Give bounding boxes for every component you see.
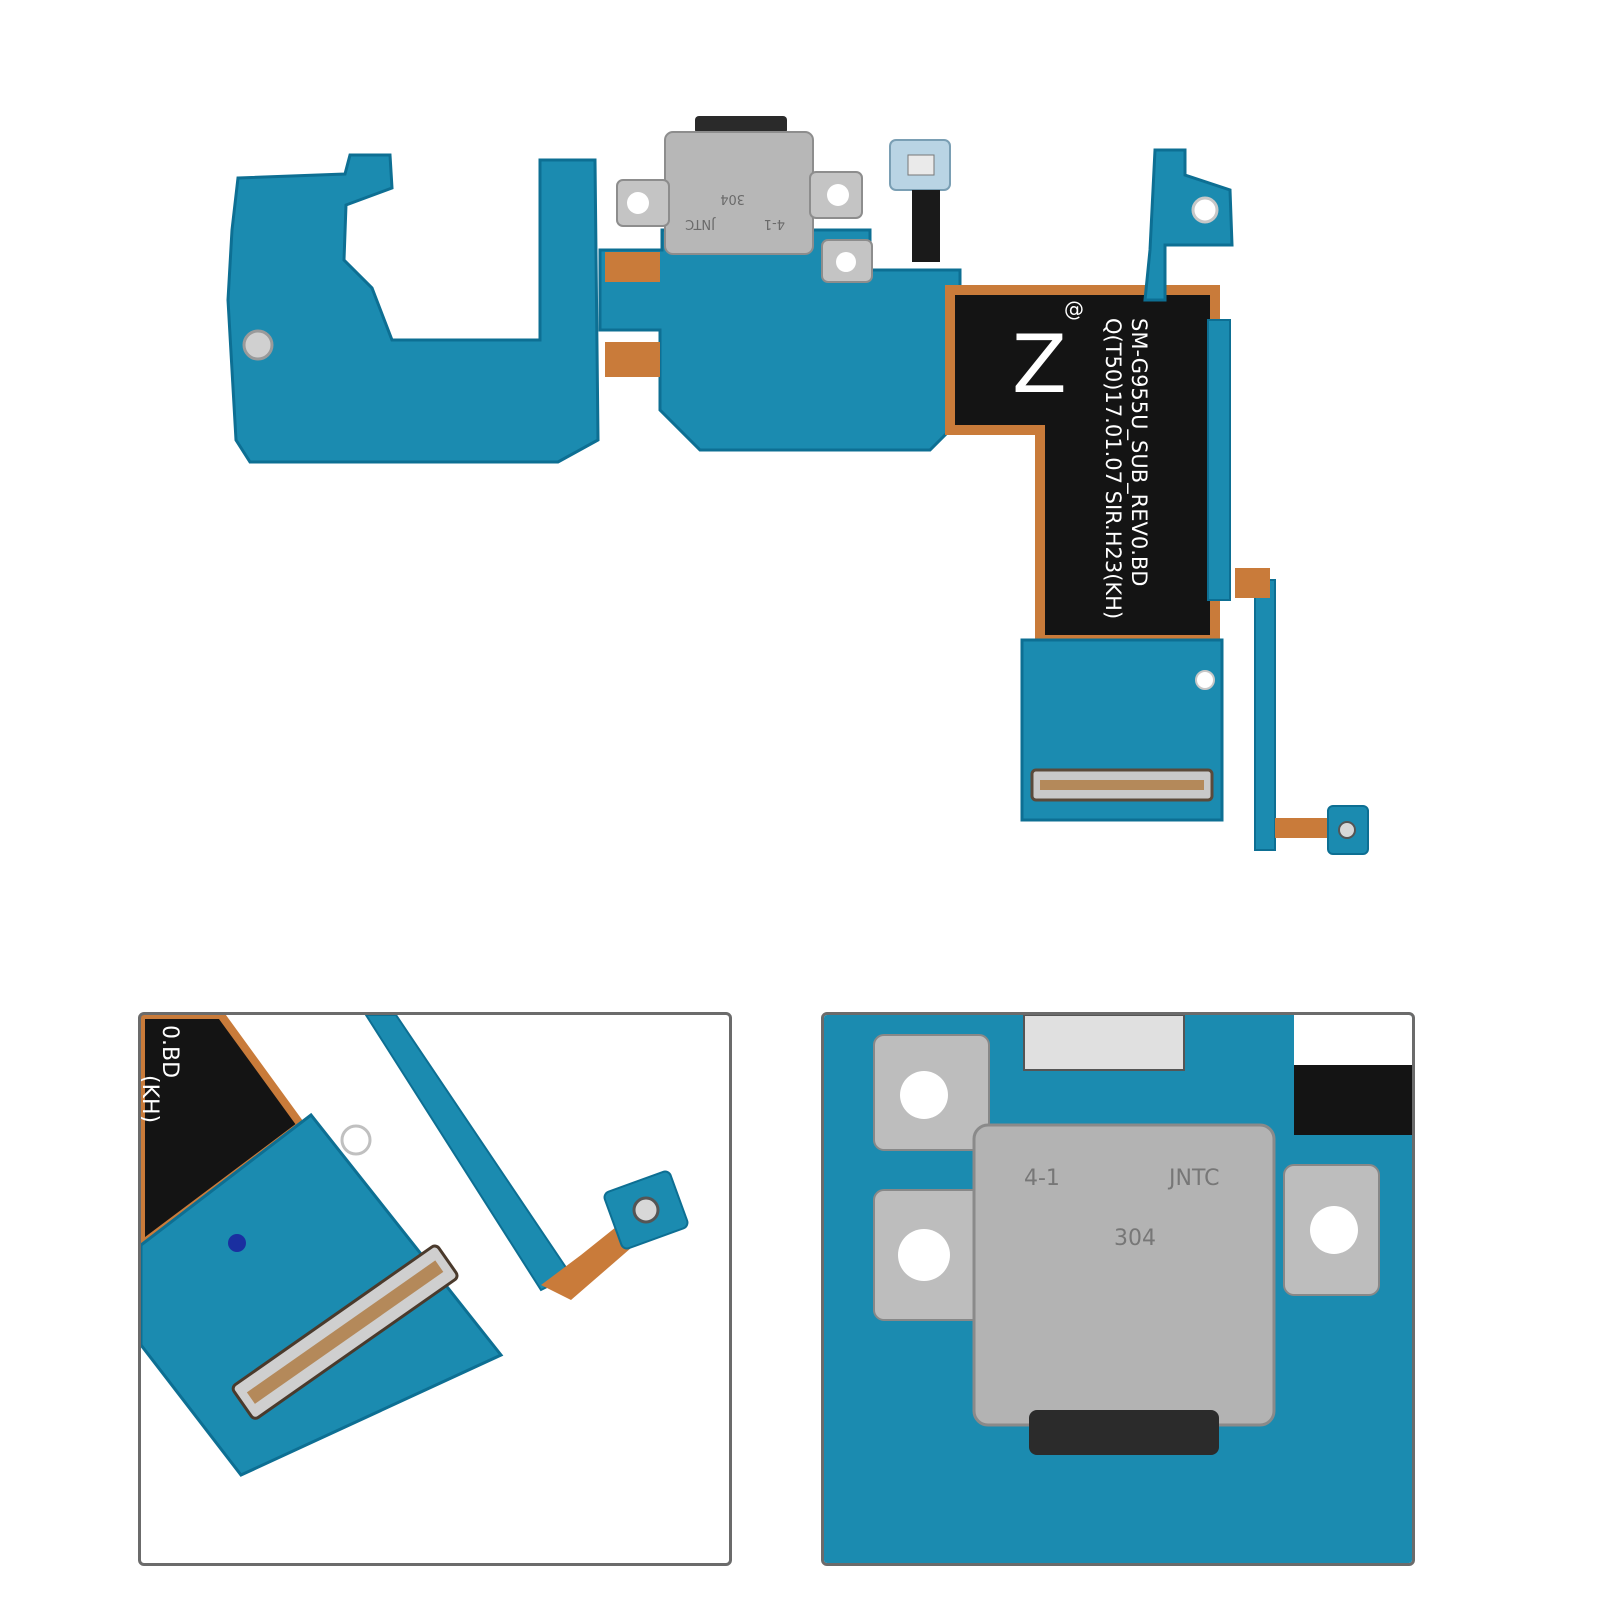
connector-pins xyxy=(1040,780,1204,790)
microphone-module xyxy=(889,139,951,262)
zoom-bracket-hole xyxy=(898,1229,950,1281)
antenna-flex-strip xyxy=(1235,568,1270,598)
connector-mark-text: JNTC xyxy=(685,216,716,231)
zoom-board-connector-photo: 0.BD (KH) xyxy=(141,1015,689,1477)
mounting-hole xyxy=(242,329,274,361)
connector-mark-text: 304 xyxy=(720,191,745,206)
zoom-bracket-hole xyxy=(1310,1206,1358,1254)
flex-label-line-2: Q(T50)17.01.07 SIR.H23(KH) xyxy=(1101,318,1125,619)
antenna-flex-strip xyxy=(1143,148,1234,302)
zoom-via xyxy=(228,1234,246,1252)
zoom-panel-usb-c-port: 4-1 JNTC 304 xyxy=(821,1012,1415,1566)
flex-logo: Z xyxy=(1012,318,1067,411)
flex-bridge xyxy=(605,252,660,282)
zoom-connector-mark: 304 xyxy=(1114,1226,1156,1251)
antenna-flex-strip xyxy=(1207,319,1231,601)
flex-label-line-1: SM-G955U_SUB_REV0.BD xyxy=(1126,318,1151,586)
usb-c-connector: 304 JNTC 4-1 xyxy=(616,116,873,283)
zoom-flex-label: (KH) xyxy=(141,1075,162,1123)
zoom-white-gap xyxy=(1294,1015,1412,1065)
zoom-usb-c-photo: 4-1 JNTC 304 xyxy=(824,1015,1412,1563)
main-flex-cable xyxy=(945,285,1220,645)
zoom-bracket-hole xyxy=(900,1071,948,1119)
zoom-panel-board-connector: 0.BD (KH) xyxy=(138,1012,732,1566)
charging-port-flex-photo: 304 JNTC 4-1 Z @ SM-G955U_SUB_REV0.BD Q(… xyxy=(226,116,1369,855)
antenna-flex-strip xyxy=(1254,579,1276,851)
zoom-usb-c-opening xyxy=(1029,1410,1219,1455)
mounting-hole xyxy=(1195,670,1215,690)
flex-bridge xyxy=(605,342,660,377)
antenna-flex-strip xyxy=(1275,818,1335,838)
zoom-connector-mark: JNTC xyxy=(1167,1166,1219,1191)
coax-connector xyxy=(1338,821,1356,839)
mounting-hole xyxy=(1191,196,1219,224)
connector-mark-text: 4-1 xyxy=(764,216,785,231)
flex-small-mark: @ xyxy=(1064,297,1084,321)
zoom-flex-label: 0.BD xyxy=(157,1025,182,1078)
zoom-pcb-board xyxy=(141,1112,504,1477)
zoom-coax-connector xyxy=(632,1196,660,1224)
left-pcb-board xyxy=(226,153,600,464)
zoom-connector-mark: 4-1 xyxy=(1024,1166,1060,1191)
zoom-board-to-board-connector xyxy=(231,1244,459,1420)
zoom-usb-c-shell xyxy=(972,1123,1276,1427)
zoom-board-connector xyxy=(1023,1015,1185,1071)
zoom-mounting-hole xyxy=(340,1124,372,1156)
